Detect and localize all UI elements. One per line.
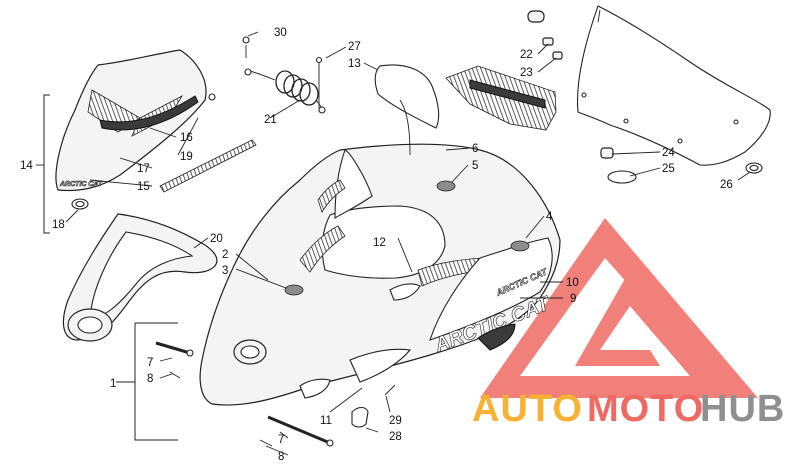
pin-27-head <box>315 56 323 64</box>
headlight-left-lens <box>240 345 260 359</box>
callout-11: 11 <box>320 415 332 427</box>
callout-10: 10 <box>566 277 579 289</box>
rod-7-upper <box>155 341 191 355</box>
callout-7-lower: 7 <box>278 434 284 446</box>
decal-strip-19 <box>159 139 257 193</box>
side-panel-assembly: ARCTIC CAT <box>55 49 257 210</box>
spring-eye-top <box>244 68 252 76</box>
callout-3: 3 <box>222 265 228 277</box>
hood-dark-inlet <box>477 323 516 351</box>
callout-21: 21 <box>264 114 277 126</box>
watermark-word-moto: MOTO <box>587 388 704 430</box>
windshield-hole-2 <box>623 118 629 124</box>
watermark-triangle-inner <box>575 270 720 376</box>
clip-assembly <box>351 384 396 428</box>
callout-5: 5 <box>472 160 478 172</box>
callout-20: 20 <box>210 233 223 245</box>
hood-nose-vent <box>299 378 331 399</box>
clip-8-upper <box>169 371 181 379</box>
windshield-hole-3 <box>677 138 683 144</box>
grommet-26-hole <box>749 164 759 172</box>
callout-24: 24 <box>662 147 675 159</box>
hood-assembly: ARCTIC CAT ARCTIC CAT <box>199 143 561 406</box>
callout-18: 18 <box>52 219 65 231</box>
bracket-14 <box>43 94 50 234</box>
washer-23 <box>552 51 563 60</box>
side-panel-stripe <box>99 95 199 131</box>
windshield-edge <box>597 9 601 23</box>
callout-6: 6 <box>472 143 478 155</box>
liner-assembly <box>62 213 218 342</box>
callout-12: 12 <box>373 237 386 249</box>
callout-16: 16 <box>180 132 193 144</box>
watermark-word-hub: HUB <box>700 388 785 430</box>
rod-7-lower <box>267 415 331 445</box>
windshield-hole-1 <box>581 92 587 98</box>
callout-15: 15 <box>137 181 150 193</box>
callout-9: 9 <box>570 293 576 305</box>
leader-lines <box>36 31 751 456</box>
callout-28: 28 <box>389 431 402 443</box>
hood-mirror-bump <box>389 283 421 301</box>
watermark-logo <box>480 218 758 398</box>
hood-side-panel-right <box>429 237 553 341</box>
callout-14: 14 <box>20 160 33 172</box>
top-decal-6 <box>445 65 557 131</box>
button-4 <box>510 240 530 252</box>
side-panel-brand-decal: ARCTIC CAT <box>59 181 103 188</box>
deflector-13 <box>374 64 440 129</box>
callout-17: 17 <box>137 163 150 175</box>
button-5 <box>436 180 456 192</box>
spring-eye <box>318 106 326 114</box>
button-3 <box>284 284 304 296</box>
hood-inner-frame <box>334 149 373 219</box>
liner-nozzle-hole <box>77 316 103 334</box>
callout-8-upper: 8 <box>147 373 153 385</box>
hood-lower-panel <box>349 348 412 383</box>
bracket-1 <box>134 323 178 441</box>
callout-29: 29 <box>389 415 402 427</box>
rod-7-upper-end <box>186 349 194 357</box>
cap-22-top <box>527 10 545 23</box>
callout-23: 23 <box>520 67 533 79</box>
hood-vent-mid <box>317 179 346 213</box>
watermark-wordmark: AUTO MOTO HUB <box>472 388 785 430</box>
pin-30-head <box>242 36 250 44</box>
callout-labels: 30 27 13 21 16 19 17 15 14 18 20 2 3 6 5… <box>20 27 733 463</box>
callout-8-lower: 8 <box>278 451 284 463</box>
callout-1: 1 <box>110 378 116 390</box>
clip-28 <box>351 406 369 428</box>
hood-vent-left <box>299 225 346 273</box>
watermark-word-auto: AUTO <box>472 388 583 430</box>
callout-13: 13 <box>348 58 361 70</box>
washer-24 <box>607 170 637 184</box>
hinge-rods <box>155 341 334 447</box>
callout-27: 27 <box>348 41 361 53</box>
callout-7-upper: 7 <box>147 357 153 369</box>
callout-30: 30 <box>274 27 287 39</box>
callout-26: 26 <box>720 179 733 191</box>
watermark-triangle-outer <box>480 218 758 398</box>
side-panel-fastener <box>208 93 216 101</box>
callout-19: 19 <box>180 151 193 163</box>
nut-24 <box>600 147 614 159</box>
windshield-assembly <box>527 5 771 184</box>
callout-22: 22 <box>520 49 533 61</box>
liner-inner <box>89 231 194 319</box>
callout-4: 4 <box>546 211 553 223</box>
callout-25: 25 <box>662 163 675 175</box>
pin-29 <box>384 384 396 396</box>
screw-22 <box>542 37 554 46</box>
windshield-hole-4 <box>733 119 739 125</box>
top-decal-stripe <box>469 79 546 109</box>
windshield <box>576 5 771 166</box>
spring-hardware <box>242 36 326 114</box>
grommet-hole <box>75 200 85 208</box>
rod-7-lower-end <box>326 439 334 447</box>
callout-2: 2 <box>222 249 228 261</box>
tether-spring <box>275 70 319 106</box>
clip-8-lower <box>259 439 273 447</box>
